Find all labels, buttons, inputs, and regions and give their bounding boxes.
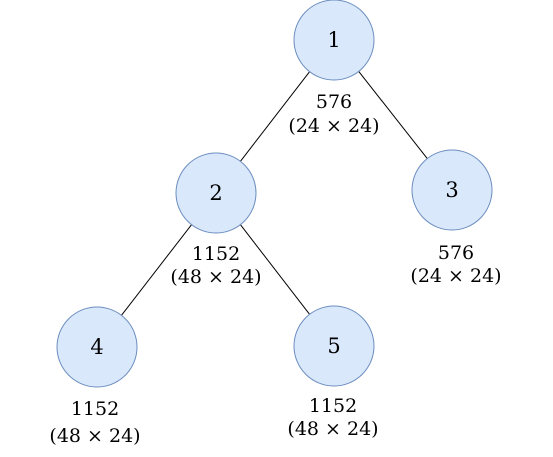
node-3-annotation: 576(24 × 24) [410,242,501,287]
annotations: 576(24 × 24)1152(48 × 24)576(24 × 24)115… [49,91,501,447]
node-1: 1 [293,0,375,81]
edge-1-3 [358,71,428,159]
node-dims: (48 × 24) [49,425,140,447]
edge-1-2 [240,71,310,162]
node-label: 3 [445,178,458,202]
node-value: 1152 [192,243,240,265]
node-5-annotation: 1152(48 × 24) [287,395,378,440]
node-label: 1 [327,28,340,52]
node-label: 4 [90,335,103,359]
node-circle [56,306,138,388]
node-dims: (48 × 24) [287,418,378,440]
edge-2-5 [240,224,310,315]
node-label: 5 [327,334,340,358]
node-value: 576 [438,242,474,264]
node-value: 1152 [309,395,357,417]
node-1-annotation: 576(24 × 24) [288,91,379,137]
nodes: 1 2 3 4 5 [56,0,493,388]
node-circle [293,305,375,387]
edges [121,71,428,316]
node-2-annotation: 1152(48 × 24) [170,243,261,288]
node-circle [411,149,493,231]
node-value: 1152 [71,398,119,420]
node-5: 5 [293,305,375,387]
node-4-annotation: 1152 (48 × 24) [49,398,140,447]
node-3: 3 [411,149,493,231]
node-value: 576 [316,91,352,113]
node-circle [175,152,257,234]
node-4: 4 [56,306,138,388]
node-dims: (24 × 24) [288,115,379,137]
node-dims: (24 × 24) [410,265,501,287]
node-label: 2 [209,181,222,205]
node-dims: (48 × 24) [170,266,261,288]
node-circle [293,0,375,81]
edge-2-4 [121,224,192,316]
node-2: 2 [175,152,257,234]
